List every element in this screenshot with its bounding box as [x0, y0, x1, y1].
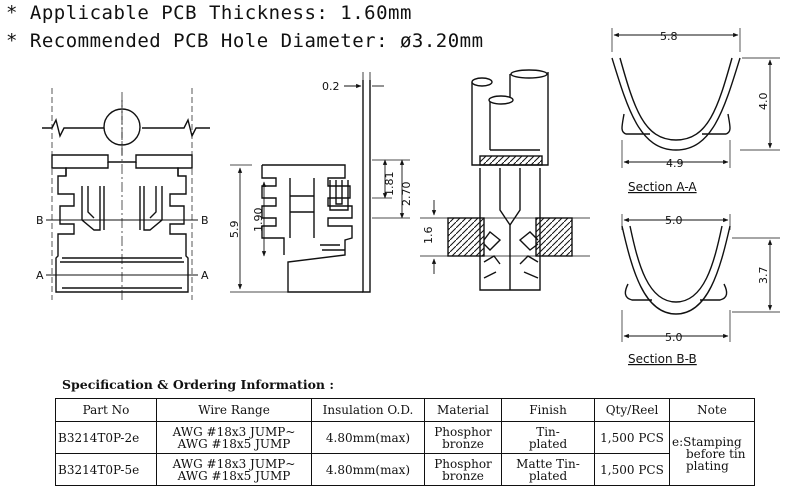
material-line-1: Phosphor [434, 424, 492, 439]
header-qty: Qty/Reel [594, 398, 670, 422]
note-line-1: e:Stamping [672, 434, 742, 449]
finish-line-1: Matte Tin- [516, 456, 580, 471]
section-b-marker-left: B [36, 214, 44, 227]
front-view [42, 88, 210, 300]
header-finish: Finish [501, 398, 595, 422]
section-a-marker-right: A [201, 269, 209, 282]
pcb-hole-diameter-note: * Recommended PCB Hole Diameter: ø3.20mm [6, 30, 484, 52]
section-b-label: Section B-B [628, 352, 697, 366]
section-a-label: Section A-A [628, 180, 697, 194]
header-wire-range: Wire Range [156, 398, 312, 422]
dim-height-total: 5.9 [228, 221, 241, 239]
side-view [230, 72, 410, 293]
dim-slot-1: 1.81 [383, 172, 396, 197]
qty-cell: 1,500 PCS [594, 453, 670, 486]
insulation-cell: 4.80mm(max) [311, 421, 425, 454]
wire-range-cell: AWG #18x3 JUMP~AWG #18x5 JUMP [156, 453, 312, 486]
spec-table: Part No Wire Range Insulation O.D. Mater… [55, 398, 755, 486]
section-a-drawing [611, 28, 780, 168]
header-part-no: Part No [55, 398, 157, 422]
section-b-drawing [621, 214, 780, 342]
finish-line-2: plated [528, 468, 568, 483]
material-line-1: Phosphor [434, 456, 492, 471]
header-note: Note [669, 398, 755, 422]
spec-header-row: Part No Wire Range Insulation O.D. Mater… [55, 398, 755, 422]
note-cell: e:Stamping before tin plating [669, 421, 755, 486]
finish-cell: Tin-plated [501, 421, 595, 454]
part-no-cell: B3214T0P-2e [55, 421, 157, 454]
dim-sec-b-height: 3.7 [757, 267, 770, 285]
pcb-thickness-note: * Applicable PCB Thickness: 1.60mm [6, 2, 412, 24]
table-row: B3214T0P-5e AWG #18x3 JUMP~AWG #18x5 JUM… [55, 453, 755, 486]
finish-line-1: Tin- [536, 424, 560, 439]
dim-sec-b-bottom: 5.0 [665, 331, 683, 344]
dim-sec-a-top: 5.8 [660, 30, 678, 43]
finish-cell: Matte Tin-plated [501, 453, 595, 486]
installed-view [420, 69, 590, 291]
wire-range-line-1: AWG #18x3 JUMP~ [172, 424, 296, 439]
table-row: B3214T0P-2e AWG #18x3 JUMP~AWG #18x5 JUM… [55, 421, 755, 486]
note-line-3: plating [686, 458, 729, 473]
qty-cell: 1,500 PCS [594, 421, 670, 454]
header-material: Material [424, 398, 502, 422]
insulation-cell: 4.80mm(max) [311, 453, 425, 486]
section-a-marker-left: A [36, 269, 44, 282]
header-insulation: Insulation O.D. [311, 398, 425, 422]
wire-range-line-2: AWG #18x5 JUMP [177, 468, 291, 483]
note-line-2: before tin [686, 446, 746, 461]
material-line-2: bronze [442, 436, 484, 451]
dim-height-mid: 1.90 [252, 208, 265, 233]
dim-top-wall: 0.2 [322, 80, 340, 93]
material-line-2: bronze [442, 468, 484, 483]
wire-range-cell: AWG #18x3 JUMP~AWG #18x5 JUMP [156, 421, 312, 454]
finish-line-2: plated [528, 436, 568, 451]
dim-pcb-thickness: 1.6 [422, 227, 435, 245]
dim-sec-a-bottom: 4.9 [666, 157, 684, 170]
drawing-canvas: B B A A 0.2 5.9 1.90 1.81 2.70 [36, 28, 780, 366]
dim-sec-a-height: 4.0 [757, 93, 770, 111]
dim-slot-2: 2.70 [400, 182, 413, 207]
spec-title: Specification & Ordering Information : [62, 377, 334, 392]
section-b-marker-right: B [201, 214, 209, 227]
part-no-cell: B3214T0P-5e [55, 453, 157, 486]
wire-range-line-1: AWG #18x3 JUMP~ [172, 456, 296, 471]
wire-range-line-2: AWG #18x5 JUMP [177, 436, 291, 451]
dim-sec-b-top: 5.0 [665, 214, 683, 227]
